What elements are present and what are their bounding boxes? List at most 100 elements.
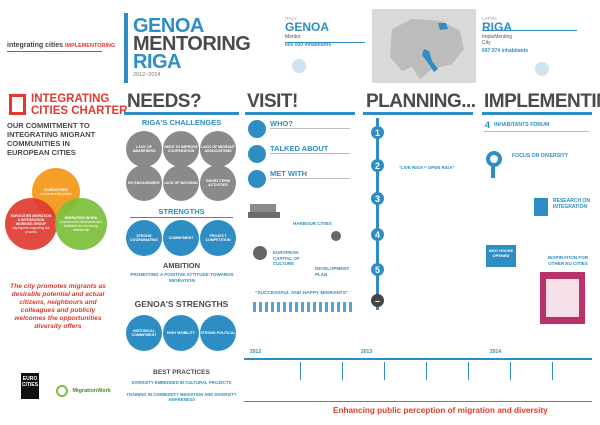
- strength-project-competition: PROJECT COMPETITION: [200, 220, 236, 256]
- venn-working-group-title: EUROCITIES MIGRATION & INTEGRATION WORKI…: [10, 214, 52, 226]
- plan-step-4: 4: [371, 228, 384, 241]
- planning-heading: PLANNING...: [366, 91, 476, 112]
- best-practices-title: BEST PRACTICES: [153, 369, 210, 376]
- timeline-year-2012: 2012: [250, 349, 262, 355]
- riga-people-icon: [535, 62, 549, 76]
- migrationwork-icon: [56, 384, 68, 397]
- planning-track: [376, 118, 379, 310]
- charter-subtitle-line: OUR COMMITMENT TO: [7, 121, 90, 130]
- publication-cover-inner: [546, 279, 579, 317]
- logo: integrating cities IMPLEMENTORING: [7, 42, 115, 49]
- ship-hull: [248, 212, 280, 218]
- genoa-people-icon: [292, 59, 306, 73]
- charter-subtitle-line: EUROPEAN CITIES: [7, 148, 76, 157]
- footer-rule: [244, 401, 592, 402]
- challenge-cooperation: NEED TO IMPROVE COOPERATION: [163, 131, 199, 167]
- venn-migration-work-text: produces the benchmark and facilitates t…: [60, 220, 102, 232]
- planning-bar: [363, 112, 473, 115]
- implementing-bar: [482, 112, 592, 115]
- venn-working-group-text: city experts supporting the process: [12, 226, 50, 234]
- migrationwork-label: MigrationWork: [72, 387, 111, 394]
- plan-step-3: 3: [371, 192, 384, 205]
- who-icon: [248, 120, 266, 138]
- timeline-ticks: [300, 362, 580, 380]
- forum-rule: [484, 131, 589, 132]
- timeline-year-2013: 2013: [361, 349, 373, 355]
- forum-count: 4: [485, 120, 491, 130]
- title-mentoring: MENTORING: [133, 33, 251, 55]
- magnifier-icon: [486, 151, 502, 167]
- who-rule: [270, 128, 350, 129]
- plan-step-5: 5: [371, 263, 384, 276]
- inspiration-label: INSPIRATION FOR OTHER EU CITIES: [547, 255, 589, 266]
- strength-commitment: COMMITMENT: [163, 220, 199, 256]
- challenge-engagement: NO ENGAGEMENT: [126, 165, 162, 201]
- best-practice-1: DIVERSITY EMBEDDED IN CULTURAL PROJECTS: [131, 380, 232, 385]
- europe-map: [372, 9, 476, 83]
- charter-subtitle: OUR COMMITMENT TO INTEGRATING MIGRANT CO…: [7, 121, 95, 157]
- strengths-title: STRENGTHS: [158, 207, 205, 216]
- venn-migration-work-title: MIGRATION WORK: [64, 216, 98, 220]
- needs-heading: NEEDS?: [127, 91, 202, 112]
- genoa-strength-visibility: HIGH VISIBILITY: [163, 315, 199, 351]
- charter-subtitle-line: COMMUNITIES IN: [7, 139, 70, 148]
- ambition-title: AMBITION: [162, 261, 201, 270]
- riga-country: LATVIA: [482, 16, 498, 21]
- pin-icon: [331, 231, 341, 241]
- ngo-house-icon: NGO HOUSE OPENED: [486, 245, 516, 267]
- charter-icon-page: [12, 97, 23, 112]
- met-icon: [248, 170, 266, 188]
- needs-bar: [124, 112, 239, 115]
- forum-label: INHABITANTS FORUM: [494, 122, 550, 128]
- plan-step-2: 2: [371, 159, 384, 172]
- capital-label: EUROPEAN CAPITAL OF CULTURE: [273, 250, 300, 266]
- motto: "SUCCESSFUL AND HAPPY MIGRANTS": [255, 291, 349, 296]
- charter-quote: The city promotes migrants as desirable …: [10, 283, 106, 330]
- ambition-text: PROMOTING A POSITIVE ATTITUDE TOWARDS MI…: [130, 272, 234, 283]
- riga-name: RIGA: [482, 20, 512, 34]
- genoa-info: ITALY GENOA Mentor 605 000 inhabitants: [285, 16, 331, 48]
- logo-rule: [7, 51, 102, 52]
- riga-info: LATVIA RIGA ImpleMenting City 697 374 in…: [482, 16, 528, 54]
- title-accent: [124, 13, 128, 83]
- who-title: WHO?: [270, 119, 293, 128]
- research-icon: [534, 198, 548, 216]
- challenge-national: LACK OF NATIONAL: [163, 165, 199, 201]
- timeline-year-2014: 2014: [490, 349, 502, 355]
- ship-icon: [250, 204, 276, 212]
- magnifier-handle: [491, 166, 495, 178]
- challenge-associations: LACK OF MIGRANT ASSOCIATIONS: [200, 131, 236, 167]
- genoa-country: ITALY: [285, 16, 297, 21]
- venn-working-group: EUROCITIES MIGRATION & INTEGRATION WORKI…: [5, 198, 57, 250]
- challenges-title: RIGA'S CHALLENGES: [141, 118, 222, 127]
- charter-title-1: INTEGRATING: [31, 93, 110, 105]
- people-row: [253, 302, 353, 312]
- venn-eurocities-title: EUROCITIES: [44, 188, 68, 192]
- plan-step-1: 1: [371, 126, 384, 139]
- genoa-population: 605 000 inhabitants: [285, 42, 332, 48]
- charter-title-2: CITIES CHARTER: [31, 105, 128, 117]
- venn-migration-work: MIGRATION WORK produces the benchmark an…: [55, 198, 107, 250]
- talked-icon: [248, 145, 266, 163]
- genoa-rule: [285, 42, 365, 43]
- genoa-strengths-title: GENOA'S STRENGTHS: [134, 299, 229, 309]
- guitar-icon: [253, 246, 267, 260]
- strength-coordinating: STRONG COORDINATING: [126, 220, 162, 256]
- riga-population: 697 374 inhabitants: [482, 48, 529, 54]
- live-riga: "LIVE RIGA = OPEN RIGA": [399, 165, 455, 170]
- riga-rule: [482, 30, 577, 31]
- challenge-awareness: LACK OF AWARENESS: [126, 131, 162, 167]
- research-label: RESEARCH ON INTEGRATION: [553, 198, 590, 210]
- eurocities-logo: EURO CITIES: [21, 373, 39, 399]
- venn-eurocities-text: coordinates the project: [39, 192, 73, 196]
- strengths-rule: [130, 217, 233, 218]
- genoa-name: GENOA: [285, 20, 330, 34]
- best-practice-2: TRAINING IN COMMUNITY MEDIATION AND DIVE…: [126, 392, 237, 402]
- focus-label: FOCUS ON DIVERSITY: [512, 153, 569, 159]
- logo-right: IMPLEMENTORING: [64, 43, 116, 49]
- map-shapes: [390, 19, 464, 79]
- riga-role-1: ImpleMenting: [482, 34, 513, 40]
- talked-title: TALKED ABOUT: [270, 144, 329, 153]
- met-title: MET WITH: [270, 169, 308, 178]
- talked-rule: [270, 153, 350, 154]
